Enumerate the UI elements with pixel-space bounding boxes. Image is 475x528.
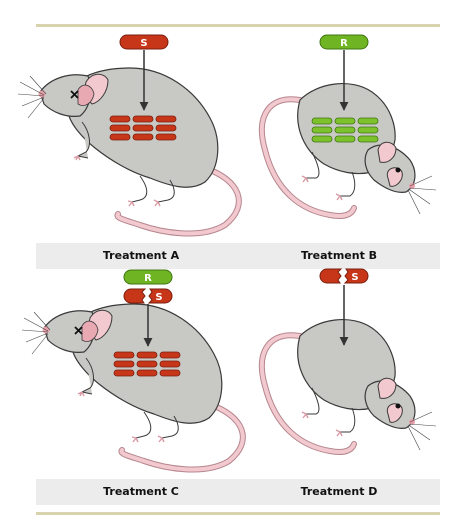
bacteria-resistant <box>311 117 379 143</box>
panel-treatment-a: S <box>18 34 239 234</box>
dead-mouse-icon <box>18 68 239 234</box>
pill-resistant: R <box>123 269 173 285</box>
bacteria-susceptible <box>113 351 181 377</box>
panel-treatment-c <box>22 304 243 470</box>
caption-treatment-a: Treatment A <box>102 249 180 262</box>
pill-resistant: R <box>319 34 369 50</box>
bottom-rule <box>36 512 440 515</box>
live-mouse-icon <box>262 84 436 216</box>
pill-label: S <box>155 292 162 303</box>
pill-susceptible-broken: S <box>319 268 369 284</box>
panel-treatment-d <box>262 320 436 452</box>
dead-mouse-icon <box>22 304 243 470</box>
pill-susceptible-broken: S <box>123 288 173 304</box>
caption-treatment-b: Treatment B <box>300 249 378 262</box>
top-rule <box>36 24 440 27</box>
pill-susceptible: S <box>119 34 169 50</box>
caption-treatment-c: Treatment C <box>103 485 179 498</box>
label-bar-bottom: Treatment C Treatment D <box>36 479 440 505</box>
panel-treatment-b: R <box>262 34 436 216</box>
pill-label: S <box>351 272 358 283</box>
bacteria-susceptible <box>109 115 177 141</box>
panel-treatment-c-overlays: R S <box>113 269 181 377</box>
panel-treatment-d-overlays: S <box>319 268 369 346</box>
pill-label: R <box>340 38 348 49</box>
caption-treatment-d: Treatment D <box>300 485 378 498</box>
label-bar-top: Treatment A Treatment B <box>36 243 440 269</box>
live-mouse-icon <box>262 320 436 452</box>
pill-label: R <box>144 273 152 284</box>
pill-label: S <box>140 38 147 49</box>
